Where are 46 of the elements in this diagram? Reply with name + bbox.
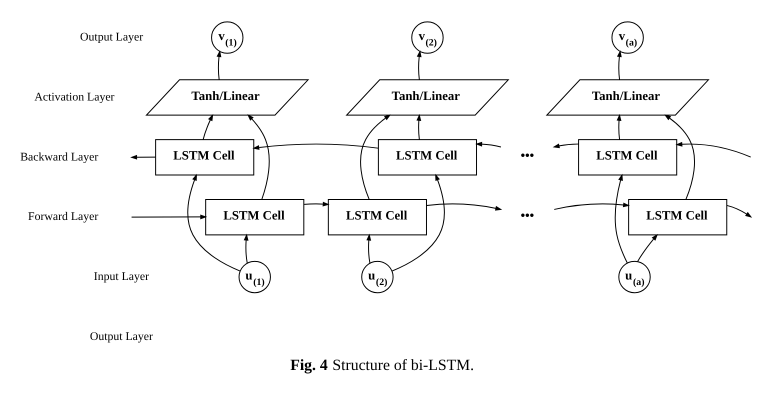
arrow: [637, 234, 658, 262]
node-circle: u$_{(2)}$: [361, 260, 394, 294]
label: Backward Layer: [20, 150, 98, 164]
arrow: [726, 204, 752, 218]
node-circle: v$_{(2)}$: [411, 21, 444, 54]
node-box: LSTM Cell: [378, 139, 477, 176]
node-box: LSTM Cell: [628, 199, 728, 236]
label: Input Layer: [94, 270, 150, 284]
label: Output Layer: [90, 330, 153, 343]
node-box: LSTM Cell: [578, 139, 678, 176]
arrow: [616, 114, 622, 140]
caption: Fig. 4 Structure of bi-LSTM.: [290, 357, 474, 374]
arrow: [554, 202, 630, 210]
arrow: [247, 114, 270, 200]
arrow: [416, 114, 422, 140]
node-box: LSTM Cell: [205, 199, 304, 236]
arrow: [304, 202, 330, 206]
arrow: [416, 50, 422, 80]
node-circle: v$_{(a)}$: [611, 21, 644, 54]
arrow: [475, 142, 502, 148]
arrow: [131, 214, 208, 220]
arrow: [552, 143, 580, 148]
arrow: [426, 203, 502, 211]
arrow: [187, 174, 241, 272]
arrow: [366, 234, 372, 264]
arrow: [360, 114, 391, 200]
arrow: [252, 144, 379, 150]
node-circle: v$_{(1)}$: [211, 21, 244, 54]
arrow: [664, 114, 695, 200]
arrow: [616, 50, 622, 80]
arrow: [675, 142, 752, 158]
node-box: LSTM Cell: [155, 139, 254, 176]
label: Forward Layer: [28, 210, 98, 224]
arrow: [202, 114, 214, 140]
node-circle: u$_{(a)}$: [618, 260, 651, 294]
node-circle: u$_{(1)}$: [238, 260, 271, 294]
label: Activation Layer: [34, 90, 114, 104]
arrow: [130, 154, 156, 160]
node-text: •••: [520, 208, 534, 223]
arrow: [392, 174, 445, 272]
label: Output Layer: [80, 30, 144, 44]
arrow: [216, 50, 222, 80]
arrow: [244, 234, 248, 264]
arrow: [614, 174, 628, 264]
node-box: LSTM Cell: [328, 199, 427, 236]
node-text: •••: [520, 148, 534, 163]
